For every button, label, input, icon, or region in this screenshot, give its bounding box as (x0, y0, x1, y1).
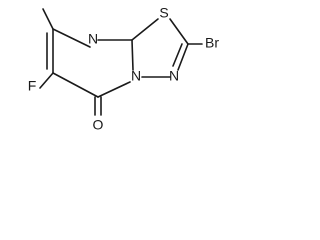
bond-n4-c8a (131, 39, 134, 71)
bond-c5-c6 (52, 72, 99, 98)
atom-label-oxygen: O (93, 117, 104, 133)
molecule-structure: N S Br N N F O (28, 5, 220, 133)
atom-label-bromine: Br (205, 35, 219, 51)
bond-c2-n3-b (172, 43, 183, 67)
bond-methyl (42, 8, 54, 30)
bond-s-c2 (169, 18, 189, 45)
atom-label-n-right: N (169, 68, 179, 84)
atom-label-fluorine: F (28, 78, 37, 94)
bond-c8a-s (131, 18, 159, 41)
bond-n4-c5 (97, 81, 131, 98)
atom-label-sulfur: S (159, 5, 168, 21)
bond-c6-f (39, 72, 54, 89)
bond-c7-n8 (52, 28, 91, 48)
bond-c2-n3-a (177, 43, 189, 71)
atom-label-n-ring-top: N (88, 31, 98, 47)
atom-label-n-bridge: N (131, 68, 141, 84)
